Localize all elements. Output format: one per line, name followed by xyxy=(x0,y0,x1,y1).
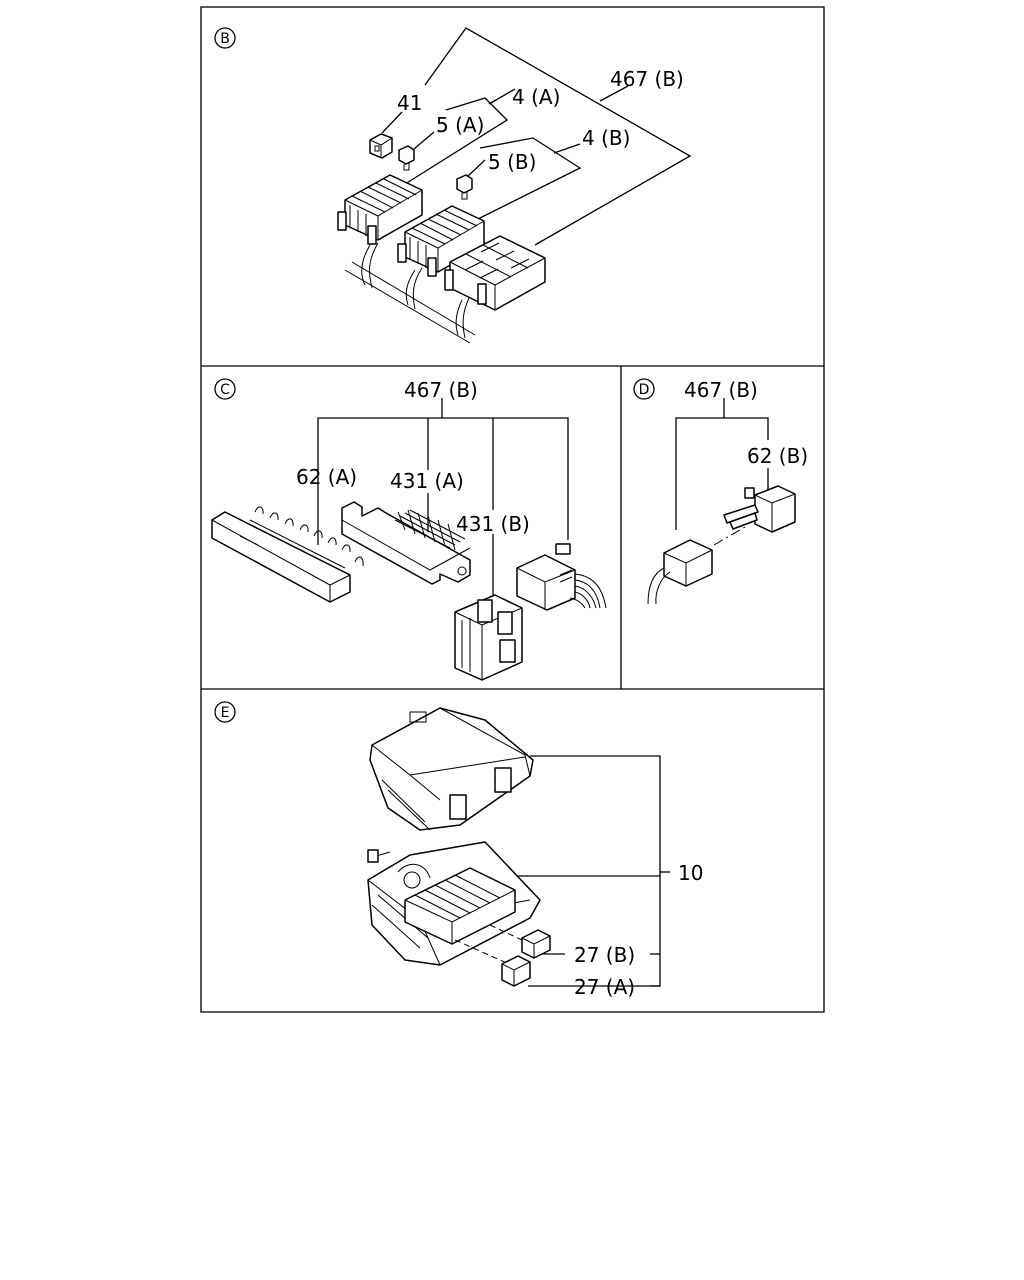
part-27b-terminal xyxy=(521,929,551,959)
label-27b: 27 (B) xyxy=(574,943,635,967)
label-467b-b: 467 (B) xyxy=(610,67,684,91)
part-41-clip xyxy=(369,133,393,159)
part-d-housing xyxy=(647,539,713,605)
label-62b: 62 (B) xyxy=(747,444,808,468)
label-62a: 62 (A) xyxy=(296,465,357,489)
section-marker-d-text: D xyxy=(639,382,650,398)
part-box-base xyxy=(367,841,541,966)
part-connector-with-wires xyxy=(516,543,607,611)
section-marker-e: E xyxy=(214,701,236,723)
label-467b-d: 467 (B) xyxy=(684,378,758,402)
label-27a: 27 (A) xyxy=(574,975,635,999)
harness-wires xyxy=(344,242,476,344)
panel-e-leaders xyxy=(510,755,670,987)
part-431b-connector xyxy=(454,594,523,681)
panel-b: 41 4 (A) 5 (A) 467 (B) 4 (B) 5 (B) xyxy=(337,27,692,344)
panel-d-leaders xyxy=(675,398,769,530)
label-5a: 5 (A) xyxy=(436,113,484,137)
part-27a-terminal xyxy=(501,955,531,987)
panel-e: 10 27 (B) 27 (A) xyxy=(367,707,703,999)
part-5b-terminal xyxy=(456,174,473,200)
part-62b-terminal xyxy=(723,485,796,533)
label-41: 41 xyxy=(397,91,422,115)
label-431a: 431 (A) xyxy=(390,469,464,493)
panel-b-leaders xyxy=(381,27,692,246)
section-marker-c-text: C xyxy=(220,382,230,398)
label-5b: 5 (B) xyxy=(488,150,536,174)
label-467b-c: 467 (B) xyxy=(404,378,478,402)
label-10: 10 xyxy=(678,861,703,885)
section-marker-d: D xyxy=(633,378,655,400)
section-marker-b: B xyxy=(214,27,236,49)
connector-block-467b xyxy=(444,235,546,311)
section-marker-e-text: E xyxy=(221,705,230,721)
section-marker-b-text: B xyxy=(220,31,230,47)
panel-c-leaders xyxy=(317,398,569,605)
label-431b: 431 (B) xyxy=(456,512,530,536)
part-431a-strip xyxy=(341,501,471,585)
panel-d: 467 (B) 62 (B) xyxy=(647,378,808,605)
part-62a-strip xyxy=(211,506,364,603)
section-marker-c: C xyxy=(214,378,236,400)
panel-c: 467 (B) 62 (A) 431 (A) 431 (B) xyxy=(211,378,607,681)
connector-4a xyxy=(337,174,423,245)
label-4b: 4 (B) xyxy=(582,126,630,150)
label-4a: 4 (A) xyxy=(512,85,560,109)
part-box-cover xyxy=(369,707,534,831)
diagram-frame xyxy=(200,6,825,1013)
part-5a-terminal xyxy=(398,145,415,171)
